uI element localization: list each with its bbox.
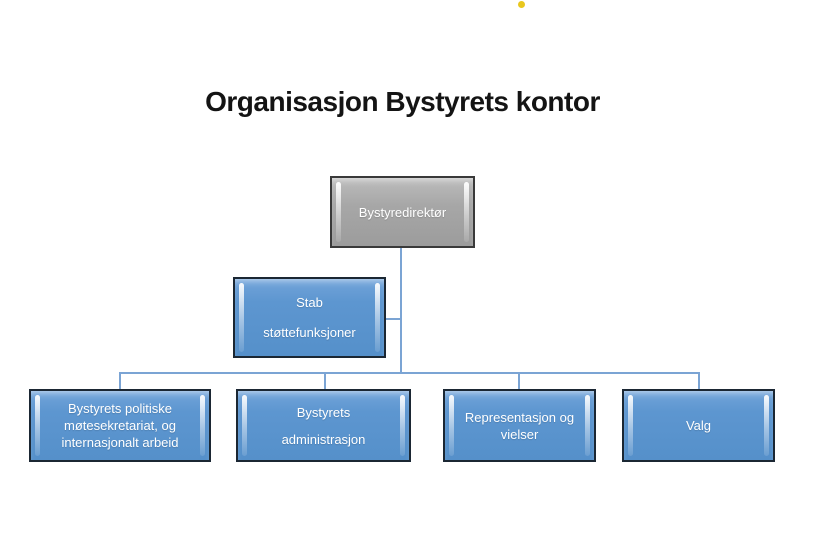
bevel-highlight [35,395,40,456]
bevel-highlight [336,182,341,242]
connector-drop-1 [119,372,121,389]
connector-assistant-link [386,318,402,320]
bevel-highlight [449,395,454,456]
bevel-highlight [585,395,590,456]
connector-trunk [400,248,402,373]
bevel-highlight [628,395,633,456]
org-node-label: Bystyrets administrasjon [281,404,366,447]
org-node-label: Representasjon og vielser [464,409,575,442]
bullet-dot [518,1,525,8]
org-node-motesekretariat: Bystyrets politiske møtesekretariat, og … [29,389,211,462]
connector-bar [119,372,700,374]
org-node-label: Valg [685,418,712,433]
org-node-bystyredirektor: Bystyredirektør [330,176,475,248]
bevel-highlight [200,395,205,456]
bevel-highlight [242,395,247,456]
bevel-highlight [464,182,469,242]
org-node-label: Bystyrets politiske møtesekretariat, og … [61,401,179,450]
org-node-valg: Valg [622,389,775,462]
connector-drop-3 [518,372,520,389]
bevel-highlight [375,283,380,352]
bevel-highlight [239,283,244,352]
bevel-highlight [764,395,769,456]
page-title: Organisasjon Bystyrets kontor [205,86,600,117]
org-node-stab-stottefunksjoner: Stab støttefunksjoner [233,277,386,358]
org-node-label: Stab støttefunksjoner [263,294,356,340]
org-node-representasjon: Representasjon og vielser [443,389,596,462]
bevel-highlight [400,395,405,456]
connector-drop-4 [698,372,700,389]
org-node-label: Bystyredirektør [358,204,447,220]
connector-drop-2 [324,372,326,389]
org-node-administrasjon: Bystyrets administrasjon [236,389,411,462]
